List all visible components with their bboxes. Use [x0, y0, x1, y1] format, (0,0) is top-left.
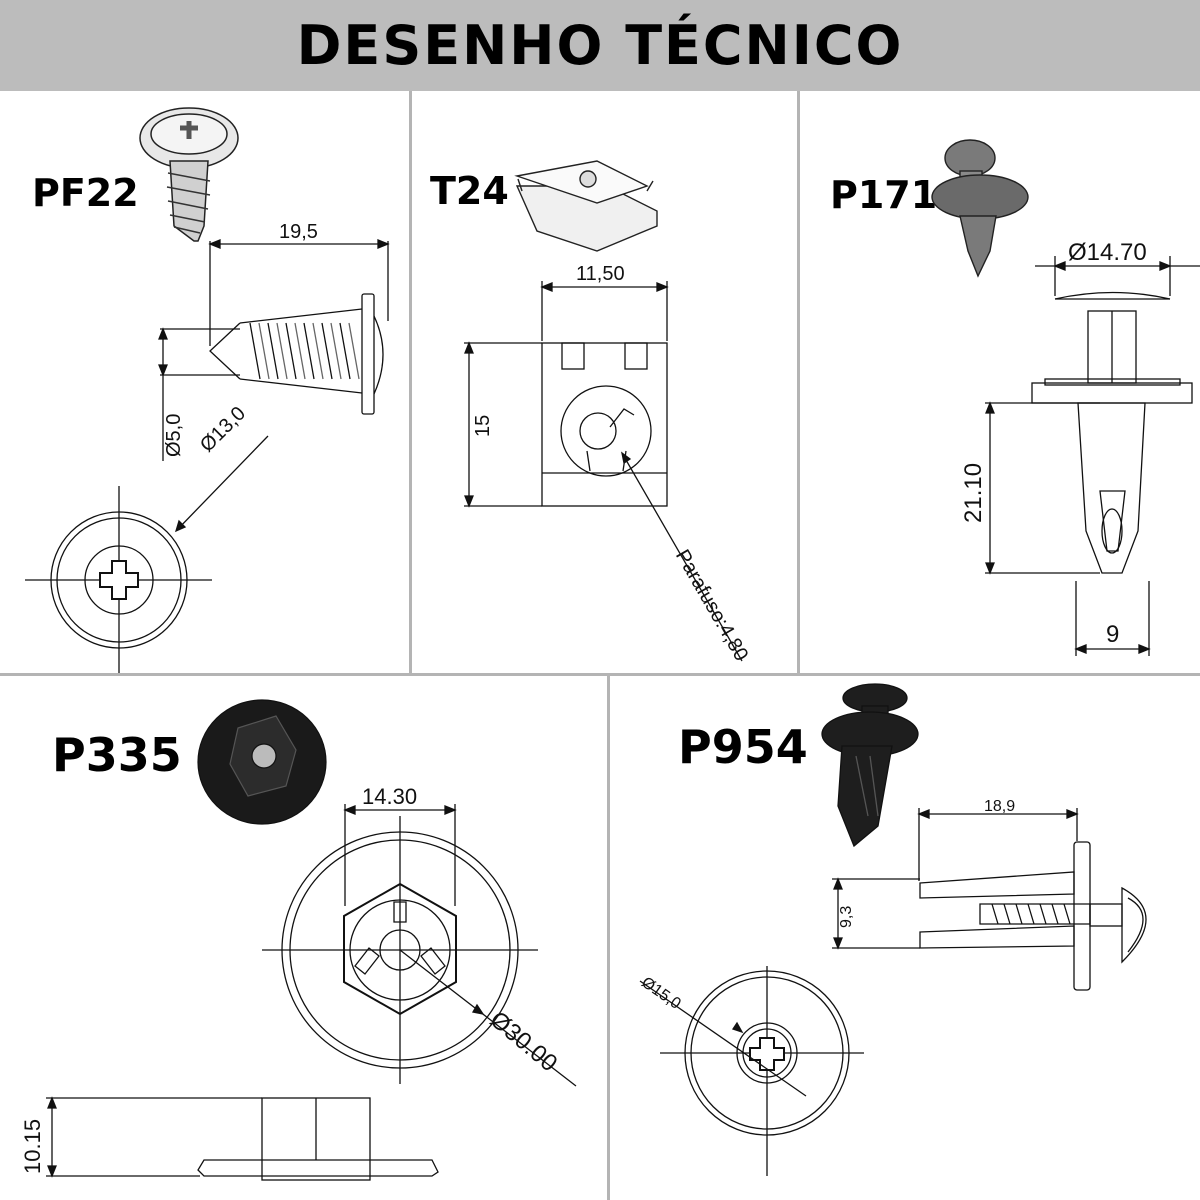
dim-p335-height: 10.15: [20, 1118, 45, 1174]
dim-pf22-length: 19,5: [279, 221, 318, 243]
flange-nut-icon: [197, 699, 327, 825]
panel-p954: P954: [610, 676, 1200, 1200]
part-label-pf22: PF22: [32, 171, 139, 215]
p335-side-view: [46, 1096, 439, 1181]
divider-horizontal: [0, 673, 1200, 676]
dim-t24-width: 11,50: [576, 263, 625, 285]
p335-top-view: [262, 804, 577, 1087]
panel-t24: T24 11,50: [412, 91, 797, 673]
push-rivet-icon: [931, 139, 1029, 278]
part-label-t24: T24: [430, 169, 509, 213]
clip-nut-icon: [514, 160, 658, 252]
dim-p171-width: 9: [1106, 621, 1120, 648]
header-bar: DESENHO TÉCNICO: [0, 0, 1200, 91]
p335-drawing: [46, 699, 577, 1181]
pf22-front-view: [25, 435, 269, 673]
p954-side-view: [832, 808, 1147, 991]
p954-front-view: [639, 966, 864, 1176]
dim-pf22-shank: Ø5,0: [163, 413, 185, 457]
panel-pf22: PF22: [0, 91, 409, 673]
p171-side-view: [985, 256, 1200, 656]
dim-p171-length: 21.10: [960, 462, 987, 523]
pf22-side-view: [158, 239, 390, 461]
panel-p171: P171: [800, 91, 1200, 673]
dim-t24-height: 15: [472, 414, 494, 437]
pf22-drawing: [25, 107, 390, 673]
t24-drawing: [464, 160, 743, 662]
divider-top-left: [409, 91, 412, 674]
part-label-p335: P335: [52, 728, 182, 782]
dim-p954-width: 9,3: [838, 905, 855, 928]
p954-drawing: [639, 683, 1147, 1176]
divider-top-right: [797, 91, 800, 674]
screw-icon: [139, 107, 239, 242]
dim-p335-hex: 14.30: [362, 784, 418, 809]
part-label-p954: P954: [678, 720, 808, 774]
part-label-p171: P171: [830, 173, 938, 217]
screw-rivet-icon: [821, 683, 919, 848]
p171-drawing: [931, 139, 1200, 656]
divider-bottom: [607, 676, 610, 1200]
page-title: DESENHO TÉCNICO: [296, 14, 904, 77]
dim-p954-length: 18,9: [984, 798, 1016, 815]
dim-p171-head: Ø14.70: [1068, 239, 1147, 266]
t24-front-view: [464, 281, 743, 662]
panel-p335: P335: [0, 676, 607, 1200]
